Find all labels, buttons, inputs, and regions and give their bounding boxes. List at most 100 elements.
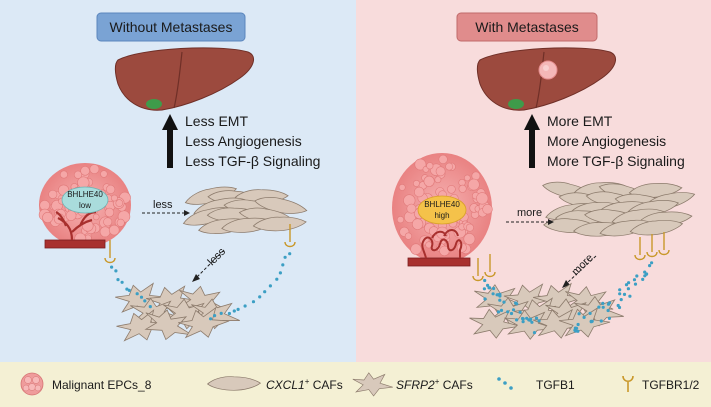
tumor-cell [115,199,124,207]
legend-cxcl1-gene: CXCL1 [266,378,305,392]
tgfb1-dot [148,305,152,309]
tgfb1-dot [236,307,240,311]
tgfb1-dot [110,265,114,269]
tgfb1-dot [576,322,580,327]
legend-sfrp2-gene: SFRP2 [396,378,435,392]
tgfb1-dot [483,278,487,283]
tumor-cell [458,184,467,193]
tgfb1-dot [633,282,638,286]
tgfb1-dots [110,252,292,321]
tgfb1-dot [281,263,285,267]
tgfb1-legend-icon [497,377,513,390]
tgfb1-dot [511,308,516,312]
tgfb1-dot [482,287,486,291]
tgfb1-dot [599,319,603,323]
tgfb1-dot [268,284,272,288]
tumor-cell [423,175,435,187]
tumor-cell [104,207,115,218]
tumor-cell [465,223,474,232]
tgfb1-dot [641,277,645,281]
tumor-cell [48,189,58,199]
left-tumor-label-2: low [79,201,91,210]
tgfb1-dot [624,283,629,287]
dashed-arrow-icon [192,249,225,282]
dashed-arrow-icon [506,219,554,225]
tgfb1-dot [125,287,129,291]
tgfb1-dot [116,278,120,282]
tumor-cell [108,224,120,236]
blood-vessel-icon [44,210,106,249]
right-arrow-label-1: more [517,207,542,219]
tgfb1-dot [495,293,499,297]
tumor-cell [482,204,493,215]
tgfb1-dot [518,310,522,314]
right-effect-3: More TGF-β Signaling [547,153,685,169]
epc-legend-icon [20,372,44,396]
tumor-cell [89,164,100,174]
tgfb1-dot [243,304,247,308]
dashed-arrow-icon [142,210,190,216]
tumor-cell [406,203,417,214]
left-effect-1: Less EMT [185,113,248,129]
tumor-cell [99,226,111,238]
tgfb1-dot [139,295,144,299]
tgfb1-dot [275,277,279,281]
tgfb1-dot [606,308,610,313]
tumor-cell [467,178,480,191]
tumor-cell [414,158,427,171]
tgfb1-dot [650,261,654,265]
legend-cxcl1-label: CXCL1+ CAFs [266,377,343,392]
tumor-cell [42,212,54,224]
blood-vessel-icon [407,229,471,267]
tgfb1-dot [618,288,622,292]
right-tumor-label-2: high [434,211,449,220]
tgfb1-dot [537,319,541,323]
tgfb1-dot [263,290,267,294]
receptor-icon [104,224,296,264]
tgfb1-dot [120,280,124,284]
receptor-icon [646,251,658,258]
legend-sfrp2-label: SFRP2+ CAFs [396,377,473,392]
tgfb1-dot [143,299,147,303]
tgfb1-dot [632,278,637,282]
right-tumor-label-1: BHLHE40 [424,200,460,209]
tgfb1-dot [626,287,631,291]
tgfb1-dot [251,300,256,304]
left-effect-3: Less TGF-β Signaling [185,153,320,169]
tumor-cell [103,217,113,227]
right-title-box [456,12,598,42]
legend-receptor-label: TGFBR1/2 [642,378,700,392]
receptor-icon [104,257,116,264]
tgfb1-dot [573,328,577,332]
tumor-cell [111,194,118,202]
tgfb1-dot [521,320,525,324]
tgfb1-dot [628,294,632,298]
tgfb1-dot [127,288,131,292]
tgfb1-dot [498,298,502,302]
tumor-cell [463,233,476,245]
tgfb1-dot [515,318,519,322]
tgfb1-dot [491,292,495,296]
receptor-icon [472,275,484,282]
tumor-cell [445,162,454,171]
tumor-cell [59,170,68,179]
tumor-cell [73,170,83,179]
tumor-cell [396,216,405,224]
tgfb1-dot [618,292,622,296]
left-arrow-label-1: less [153,199,173,211]
tgfb1-dot [283,255,287,259]
tumor-cell [414,186,425,198]
tumor-cell [438,154,448,164]
tgfb1-dot [288,252,292,256]
receptor-icon [484,271,496,278]
tgfb1-dot [648,264,652,268]
tumor-cell [398,183,406,191]
tumor-cell [116,218,125,227]
legend-sfrp2-suffix: CAFs [439,378,472,392]
legend-cxcl1-suffix: CAFs [309,378,342,392]
tgfb1-dot [213,314,217,318]
tumor-cell [435,166,446,177]
upward-arrow-icon [524,114,540,168]
tgfb1-dot [496,310,501,314]
tumor-cell [447,185,456,194]
